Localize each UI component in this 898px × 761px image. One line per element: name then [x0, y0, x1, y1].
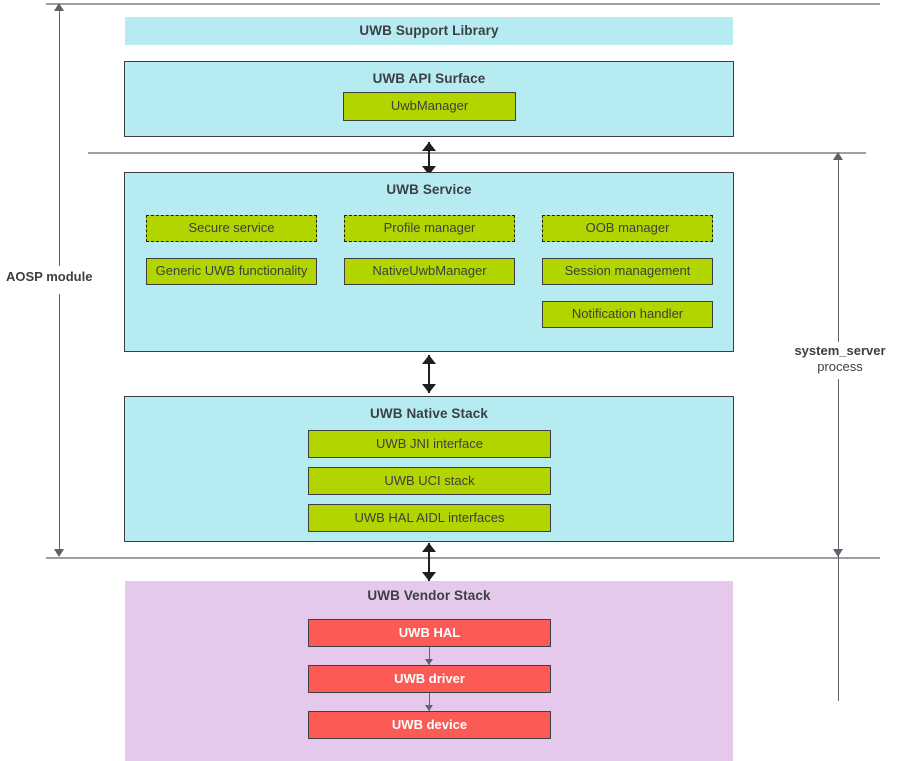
arrow-api-to-service: [422, 142, 436, 175]
divider-api-service: [88, 152, 866, 154]
panel-title-service: UWB Service: [386, 182, 472, 197]
arrow-driver-to-device: [425, 693, 434, 711]
block-nativeuwbmanager[interactable]: NativeUwbManager: [344, 258, 515, 285]
block-uwb-uci-stack[interactable]: UWB UCI stack: [308, 467, 551, 495]
aosp-module-label: AOSP module: [6, 269, 106, 285]
system-server-brace: [833, 152, 844, 701]
block-uwb-hal-aidl-interfaces-label: UWB HAL AIDL interfaces: [354, 509, 505, 525]
aosp-module-brace: [54, 3, 65, 557]
divider-native-vendor: [46, 557, 880, 559]
panel-title-support-library: UWB Support Library: [359, 23, 499, 38]
block-secure-service[interactable]: Secure service: [146, 215, 317, 242]
block-generic-uwb-functionality[interactable]: Generic UWB functionality: [146, 258, 317, 285]
block-uwbmanager-label: UwbManager: [390, 98, 469, 114]
block-nativeuwbmanager-label: NativeUwbManager: [372, 263, 487, 279]
aosp-module-label-bold: AOSP module: [6, 269, 93, 284]
block-generic-uwb-functionality-label: Generic UWB functionality: [155, 263, 308, 279]
panel-title-api-surface: UWB API Surface: [372, 71, 486, 86]
block-uwb-uci-stack-label: UWB UCI stack: [384, 472, 475, 488]
system-server-label-bold: system_server: [794, 343, 886, 358]
panel-title-vendor-stack: UWB Vendor Stack: [367, 588, 491, 603]
block-uwb-jni-interface[interactable]: UWB JNI interface: [308, 430, 551, 458]
block-uwb-driver[interactable]: UWB driver: [308, 665, 551, 693]
arrow-native-to-vendor: [422, 543, 436, 581]
block-oob-manager-label: OOB manager: [585, 220, 670, 236]
block-notification-handler-label: Notification handler: [571, 306, 684, 322]
arrow-hal-to-driver: [425, 647, 434, 665]
block-notification-handler[interactable]: Notification handler: [542, 301, 713, 328]
system-server-label-normal: process: [817, 359, 863, 375]
block-uwb-hal[interactable]: UWB HAL: [308, 619, 551, 647]
block-profile-manager[interactable]: Profile manager: [344, 215, 515, 242]
block-uwbmanager[interactable]: UwbManager: [343, 92, 516, 121]
block-profile-manager-label: Profile manager: [383, 220, 476, 236]
block-oob-manager[interactable]: OOB manager: [542, 215, 713, 242]
block-secure-service-label: Secure service: [188, 220, 275, 236]
block-session-management-label: Session management: [564, 263, 691, 279]
block-uwb-device-label: UWB device: [391, 716, 468, 732]
block-uwb-jni-interface-label: UWB JNI interface: [376, 435, 483, 451]
block-uwb-hal-label: UWB HAL: [398, 624, 461, 640]
block-uwb-driver-label: UWB driver: [394, 670, 465, 686]
arrow-service-to-native: [422, 355, 436, 393]
divider-top: [46, 3, 880, 5]
block-uwb-hal-aidl-interfaces[interactable]: UWB HAL AIDL interfaces: [308, 504, 551, 532]
block-session-management[interactable]: Session management: [542, 258, 713, 285]
panel-uwb-support-library: UWB Support Library: [125, 17, 733, 45]
system-server-label: system_server process: [788, 343, 892, 376]
block-uwb-device[interactable]: UWB device: [308, 711, 551, 739]
panel-title-native-stack: UWB Native Stack: [370, 406, 488, 421]
